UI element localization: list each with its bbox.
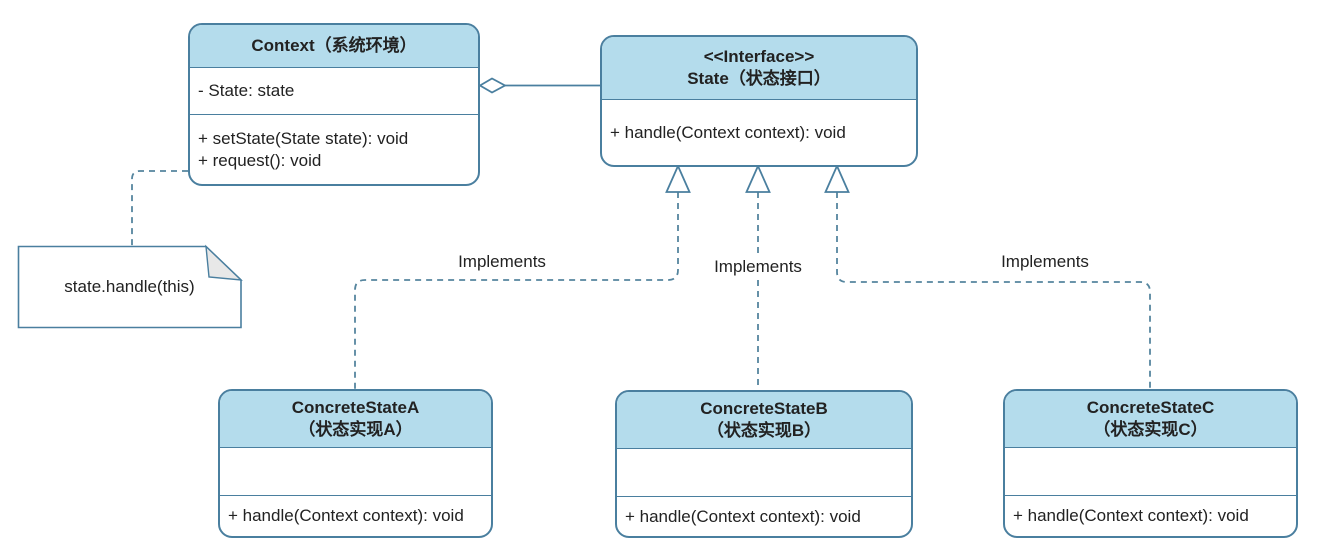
concrete-state-a-header: ConcreteStateA （状态实现A） [220, 391, 491, 448]
implements-label-c: Implements [996, 252, 1094, 272]
concrete-state-b-methods-section: + handle(Context context): void [617, 496, 911, 536]
concrete-state-c-name: ConcreteStateC [1086, 397, 1215, 417]
implements-label-b: Implements [709, 257, 807, 277]
context-class: Context（系统环境） - State: state + setState(… [188, 23, 480, 186]
context-attribute-state: - State: state [198, 81, 295, 100]
implements-arrow-b-icon [745, 163, 771, 193]
concrete-state-b-name-cn: （状态实现B） [706, 421, 822, 440]
concrete-state-b-attributes-section [617, 449, 911, 496]
implements-arrow-a-icon [665, 163, 691, 193]
concrete-state-c-methods-section: + handle(Context context): void [1005, 495, 1296, 536]
note-connector-edge [131, 170, 188, 246]
concrete-state-c-attributes-section [1005, 448, 1296, 495]
state-method-handle: + handle(Context context): void [610, 122, 846, 142]
concrete-state-b-header: ConcreteStateB （状态实现B） [617, 392, 911, 449]
state-interface-class: <<Interface>> State（状态接口） + handle(Conte… [600, 35, 918, 167]
note-shape [17, 245, 242, 329]
context-method-request: + request(): void [198, 150, 322, 170]
state-interface-title: State（状态接口） [687, 69, 831, 88]
concrete-state-b-class: ConcreteStateB （状态实现B） + handle(Context … [615, 390, 913, 538]
concrete-state-c-name-cn: （状态实现C） [1093, 420, 1208, 439]
context-class-title: Context（系统环境） [190, 25, 478, 68]
context-method-setstate: + setState(State state): void [198, 128, 409, 148]
implements-label-a: Implements [453, 252, 551, 272]
concrete-state-a-attributes-section [220, 448, 491, 495]
concrete-state-a-class: ConcreteStateA （状态实现A） + handle(Context … [218, 389, 493, 538]
aggregation-diamond-icon [478, 77, 507, 94]
concrete-state-a-method-handle: + handle(Context context): void [228, 506, 464, 525]
context-attributes-section: - State: state [190, 68, 478, 114]
state-interface-header: <<Interface>> State（状态接口） [602, 37, 916, 100]
note-fold-icon [205, 244, 243, 281]
concrete-state-a-methods-section: + handle(Context context): void [220, 495, 491, 536]
concrete-state-a-name-cn: （状态实现A） [298, 420, 413, 439]
concrete-state-b-name: ConcreteStateB [700, 398, 828, 418]
implements-arrow-c-icon [824, 163, 850, 193]
state-interface-methods-section: + handle(Context context): void [602, 100, 916, 165]
concrete-state-c-method-handle: + handle(Context context): void [1013, 506, 1249, 525]
implements-edge-a [354, 192, 679, 389]
implements-edge-c [836, 192, 1151, 389]
state-interface-stereotype: <<Interface>> [703, 46, 815, 66]
note-text: state.handle(this) [64, 277, 195, 296]
concrete-state-b-method-handle: + handle(Context context): void [625, 506, 861, 526]
concrete-state-c-class: ConcreteStateC （状态实现C） + handle(Context … [1003, 389, 1298, 538]
context-methods-section: + setState(State state): void + request(… [190, 114, 478, 184]
concrete-state-c-header: ConcreteStateC （状态实现C） [1005, 391, 1296, 448]
concrete-state-a-name: ConcreteStateA [291, 397, 420, 417]
